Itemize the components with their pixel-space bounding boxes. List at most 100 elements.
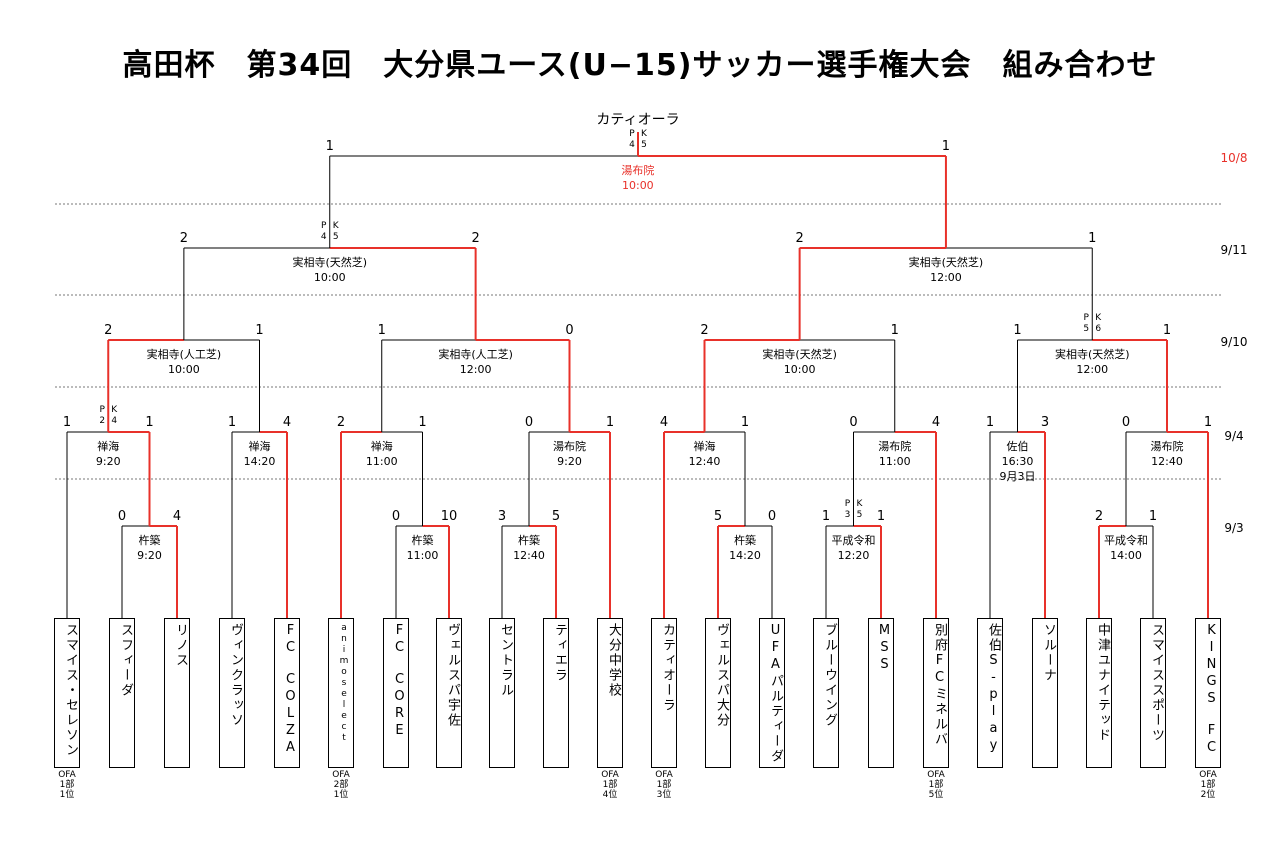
team-box: KINGS FC bbox=[1195, 618, 1221, 768]
team-box: ティエラ bbox=[543, 618, 569, 768]
team-name: ヴィンクラッソ bbox=[228, 623, 243, 728]
pk-score-left: 4 bbox=[321, 232, 327, 242]
score-left: 2 bbox=[180, 231, 188, 246]
score-left: 3 bbox=[498, 509, 506, 524]
team-name: 中津ユナイテッド bbox=[1095, 623, 1110, 743]
pk-score-right: 5 bbox=[333, 232, 339, 242]
pk-label: P bbox=[629, 129, 635, 139]
team-box: スマイス・セレソン bbox=[54, 618, 80, 768]
score-right: 1 bbox=[1204, 415, 1212, 430]
match-time: 12:40 bbox=[513, 549, 545, 562]
pk-score-left: 4 bbox=[629, 140, 635, 150]
match-time: 9:20 bbox=[96, 455, 121, 468]
match-time: 10:00 bbox=[784, 363, 816, 376]
team-box: 佐伯S-play bbox=[977, 618, 1003, 768]
team-note: OFA 1部 1位 bbox=[58, 770, 76, 800]
match-venue: 実相寺(天然芝) bbox=[909, 255, 984, 269]
team-box: ヴェルスパ大分 bbox=[705, 618, 731, 768]
pk-label: K bbox=[857, 499, 864, 509]
match-time: 14:00 bbox=[1110, 549, 1142, 562]
score-right: 1 bbox=[255, 323, 263, 338]
team-name: 別府FCミネルバ bbox=[932, 623, 947, 747]
match-time: 12:00 bbox=[930, 271, 962, 284]
team-box: セントラル bbox=[489, 618, 515, 768]
pk-score-left: 3 bbox=[845, 510, 851, 520]
round-date: 9/10 bbox=[1221, 335, 1248, 349]
pk-label: K bbox=[641, 129, 648, 139]
score-right: 1 bbox=[1149, 509, 1157, 524]
score-left: 0 bbox=[849, 415, 857, 430]
round-date: 9/11 bbox=[1221, 243, 1248, 257]
team-name: 大分中学校 bbox=[606, 623, 621, 698]
match-venue: 禅海 bbox=[371, 439, 393, 453]
match-time: 10:00 bbox=[314, 271, 346, 284]
match-time: 11:00 bbox=[407, 549, 439, 562]
team-box: animoselect bbox=[328, 618, 354, 768]
match-time: 12:00 bbox=[1076, 363, 1108, 376]
team-name: スフィーダ bbox=[118, 623, 133, 698]
team-name: カティオーラ bbox=[660, 623, 675, 713]
match-time: 14:20 bbox=[729, 549, 761, 562]
team-box: ブルーウイング bbox=[813, 618, 839, 768]
team-name: ヴェルスパ大分 bbox=[714, 623, 729, 728]
team-name: MSS bbox=[877, 623, 892, 674]
score-left: 1 bbox=[63, 415, 71, 430]
score-left: 0 bbox=[118, 509, 126, 524]
score-left: 2 bbox=[104, 323, 112, 338]
score-right: 1 bbox=[418, 415, 426, 430]
score-left: 5 bbox=[714, 509, 722, 524]
team-note: OFA 1部 5位 bbox=[927, 770, 945, 800]
match-time: 10:00 bbox=[168, 363, 200, 376]
match-venue: 佐伯 bbox=[1007, 439, 1029, 453]
pk-label: P bbox=[1084, 313, 1090, 323]
round-date: 10/8 bbox=[1221, 151, 1248, 165]
match-venue: 禅海 bbox=[249, 439, 271, 453]
match-venue: 杵築 bbox=[734, 533, 756, 547]
match-time: 12:20 bbox=[838, 549, 870, 562]
team-box: スフィーダ bbox=[109, 618, 135, 768]
team-name: ティエラ bbox=[552, 623, 567, 683]
team-note: OFA 1部 2位 bbox=[1199, 770, 1217, 800]
score-left: 0 bbox=[525, 415, 533, 430]
team-name: リノス bbox=[173, 623, 188, 668]
match-venue: 実相寺(天然芝) bbox=[762, 347, 837, 361]
page-title: 高田杯 第34回 大分県ユース(U−15)サッカー選手権大会 組み合わせ bbox=[122, 48, 1158, 83]
match-venue: 平成令和 bbox=[1104, 533, 1148, 547]
pk-label: K bbox=[1095, 313, 1102, 323]
team-box: FC COLZA bbox=[274, 618, 300, 768]
score-right: 1 bbox=[877, 509, 885, 524]
match-venue: 実相寺(天然芝) bbox=[1055, 347, 1130, 361]
score-right: 3 bbox=[1041, 415, 1049, 430]
champion-name: カティオーラ bbox=[596, 112, 679, 128]
pk-label: K bbox=[111, 405, 118, 415]
team-name: セントラル bbox=[498, 623, 513, 698]
score-right: 4 bbox=[173, 509, 181, 524]
score-right: 5 bbox=[552, 509, 560, 524]
score-left: 2 bbox=[337, 415, 345, 430]
score-left: 1 bbox=[1013, 323, 1021, 338]
score-left: 1 bbox=[326, 139, 334, 154]
score-left: 4 bbox=[660, 415, 668, 430]
score-left: 2 bbox=[700, 323, 708, 338]
score-left: 2 bbox=[795, 231, 803, 246]
score-left: 1 bbox=[228, 415, 236, 430]
team-name: ソルーナ bbox=[1041, 623, 1056, 683]
pk-label: K bbox=[333, 221, 340, 231]
match-venue: 平成令和 bbox=[832, 533, 876, 547]
team-box: FC CORE bbox=[383, 618, 409, 768]
team-note: OFA 1部 4位 bbox=[601, 770, 619, 800]
match-venue: 湯布院 bbox=[878, 439, 911, 453]
match-time: 16:30 bbox=[1002, 455, 1034, 468]
team-name: FC COLZA bbox=[283, 623, 298, 757]
score-right: 1 bbox=[145, 415, 153, 430]
score-right: 0 bbox=[768, 509, 776, 524]
match-venue: 禅海 bbox=[694, 439, 716, 453]
score-left: 0 bbox=[1122, 415, 1130, 430]
team-name: ヴェルスパ宇佐 bbox=[445, 623, 460, 728]
team-name: ブルーウイング bbox=[822, 623, 837, 728]
team-name: スマイス・セレソン bbox=[63, 623, 78, 758]
match-time: 11:00 bbox=[879, 455, 911, 468]
score-right: 1 bbox=[1163, 323, 1171, 338]
score-left: 1 bbox=[378, 323, 386, 338]
